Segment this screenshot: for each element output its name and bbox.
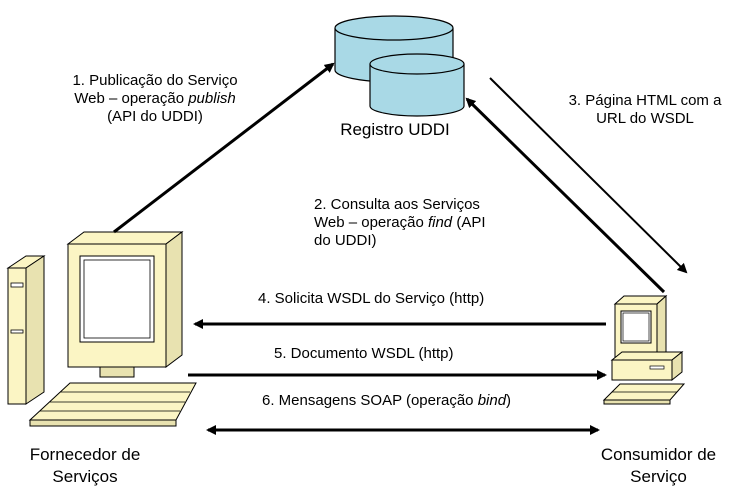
consumer-label-line1: Consumidor de bbox=[600, 445, 717, 464]
provider-label-line1: Fornecedor de bbox=[29, 445, 141, 464]
step-4-label: 4. Solicita WSDL do Serviço (http) bbox=[258, 290, 485, 307]
step-2-line1: 2. Consulta aos Serviços bbox=[314, 196, 480, 213]
step-2-line3: do UDDI) bbox=[314, 232, 377, 249]
consumer-tower bbox=[610, 350, 684, 382]
database-cylinder-front bbox=[369, 53, 465, 117]
arrow-find bbox=[465, 97, 666, 294]
step-2-label: 2. Consulta aos Serviços Web – operação … bbox=[314, 196, 554, 250]
step-1-line2: Web – operação publish bbox=[74, 90, 236, 107]
step-3-line1: 3. Página HTML com a bbox=[568, 92, 722, 109]
step-2-line2: Web – operação find (API bbox=[314, 214, 486, 231]
step-1-line3: (API do UDDI) bbox=[107, 108, 203, 125]
step-3-label: 3. Página HTML com a URL do WSDL bbox=[545, 92, 745, 128]
registry-label: Registro UDDI bbox=[340, 120, 450, 139]
provider-computer-icon bbox=[6, 231, 197, 427]
consumer-label-line2: Serviço bbox=[630, 467, 687, 486]
provider-label-line2: Serviços bbox=[52, 467, 118, 486]
step-1-line1: 1. Publicação do Serviço bbox=[72, 72, 238, 89]
provider-tower bbox=[6, 255, 46, 405]
step-3-line2: URL do WSDL bbox=[596, 110, 694, 127]
provider-keyboard bbox=[28, 382, 197, 427]
consumer-keyboard bbox=[602, 383, 686, 405]
step-1-label: 1. Publicação do Serviço Web – operação … bbox=[45, 72, 265, 126]
arrow-publish bbox=[113, 62, 335, 234]
provider-monitor bbox=[66, 231, 184, 378]
provider-label: Fornecedor de Serviços bbox=[0, 444, 170, 488]
consumer-label: Consumidor de Serviço bbox=[570, 444, 747, 488]
consumer-computer-icon bbox=[602, 294, 686, 405]
consumer-monitor bbox=[613, 294, 668, 362]
step-5-label: 5. Documento WSDL (http) bbox=[274, 345, 454, 362]
registry-database-icon bbox=[334, 15, 465, 117]
arrow-html-page bbox=[489, 77, 688, 274]
step-6-label: 6. Mensagens SOAP (operação bind) bbox=[262, 392, 512, 409]
